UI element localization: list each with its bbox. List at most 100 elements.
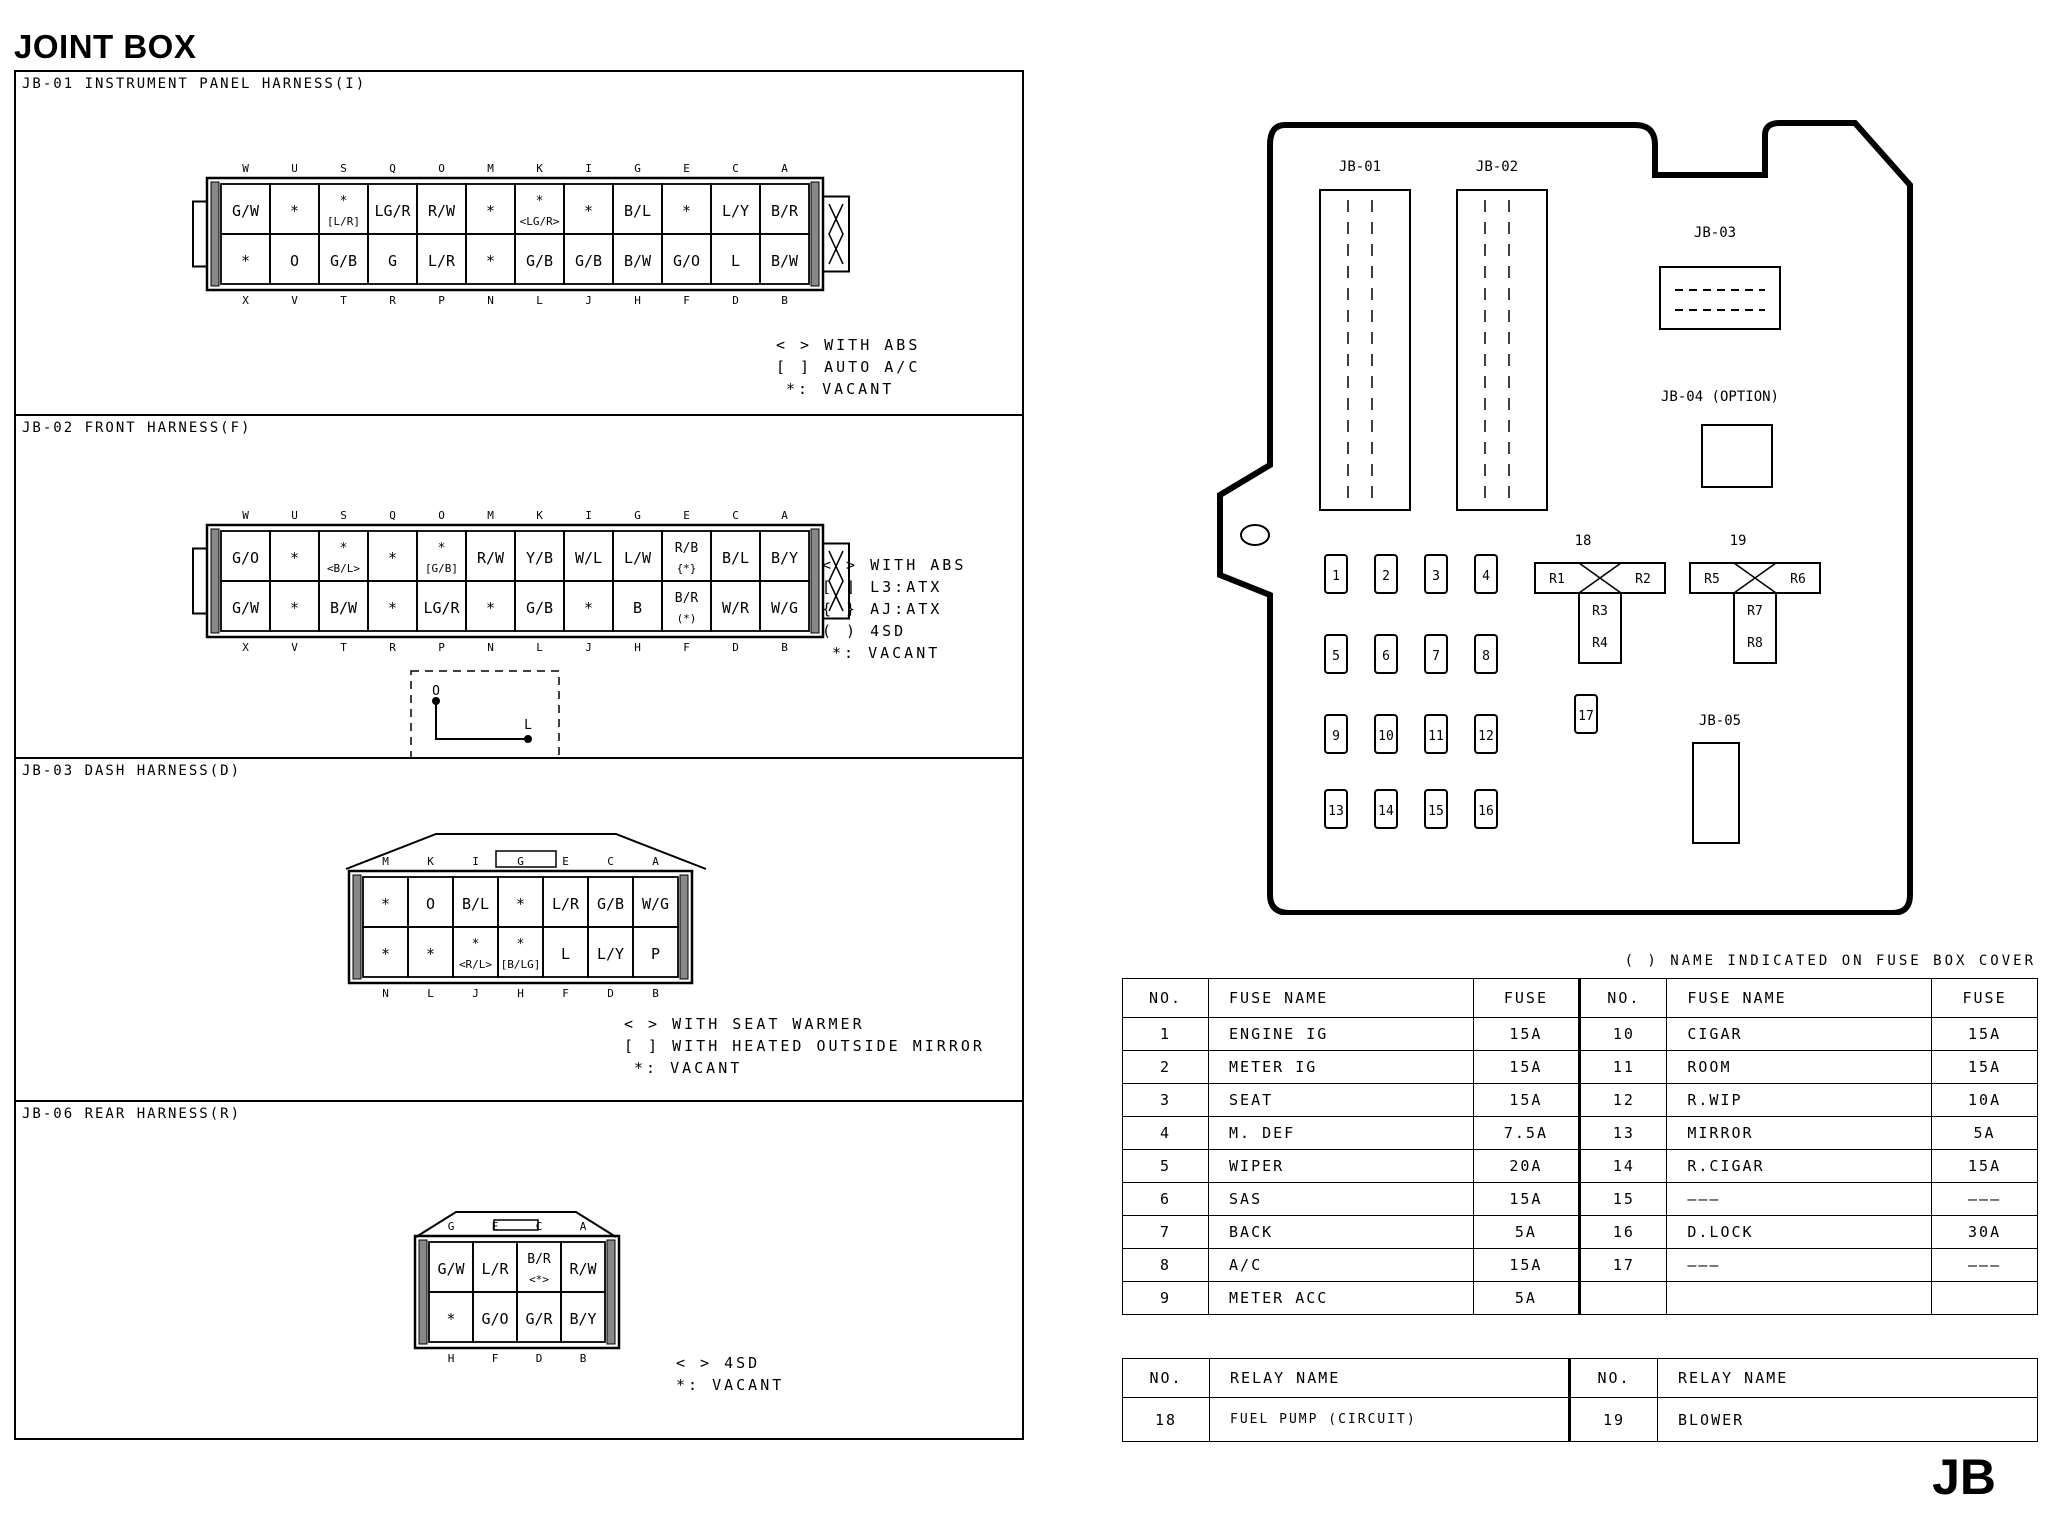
terminal-wire-color: * xyxy=(584,202,593,220)
legend-item: [ ] AUTO A/C xyxy=(776,358,921,376)
pin-letter: A xyxy=(781,509,788,522)
pin-letter: C xyxy=(536,1220,543,1233)
fuse-box-outline xyxy=(1217,120,1913,915)
fuse-no: 1 xyxy=(1121,1017,1210,1051)
fuse-rating: 15A xyxy=(1472,1017,1582,1051)
pin-letter: O xyxy=(438,162,445,175)
relay-terminal: R3 xyxy=(1592,604,1608,619)
fuse-no: 13 xyxy=(1579,1116,1668,1150)
terminal-wire-color: L xyxy=(731,252,740,270)
pin-letter: R xyxy=(389,294,396,307)
terminal-wire-color: * xyxy=(517,937,525,952)
hatch xyxy=(210,181,220,287)
fuse-no: 8 xyxy=(1121,1248,1210,1282)
fuse-name: METER ACC xyxy=(1208,1281,1474,1315)
mounting-hole xyxy=(1240,524,1270,546)
legend-item: < > WITH ABS xyxy=(822,556,967,574)
pin-letter: H xyxy=(517,987,524,1000)
pin-letter: F xyxy=(492,1352,499,1365)
terminal-wire-color: W/L xyxy=(575,549,602,567)
relay-no: 19 xyxy=(1569,1397,1658,1442)
legend-item: ( ) 4SD xyxy=(822,622,907,640)
terminal-wire-color: G/B xyxy=(526,252,553,270)
terminal-wire-color: * xyxy=(290,202,299,220)
connector-socket xyxy=(1701,424,1773,488)
relay-socket xyxy=(1733,592,1777,664)
terminal-wire-color: B/R xyxy=(675,591,699,606)
fuse-name: ROOM xyxy=(1666,1050,1933,1084)
fuse-no: 6 xyxy=(1121,1182,1210,1216)
pin-letter: T xyxy=(340,641,347,654)
fuse-number: 15 xyxy=(1428,804,1444,819)
terminal-cavity xyxy=(759,580,810,632)
legend-item: *: VACANT xyxy=(786,380,895,398)
terminal-wire-color: O xyxy=(290,252,299,270)
terminal-wire-color: B/W xyxy=(771,252,799,270)
terminal-wire-color: G/B xyxy=(330,252,357,270)
fuse-number: 7 xyxy=(1432,649,1440,664)
terminal-wire-color: R/W xyxy=(477,549,505,567)
pin-letter: H xyxy=(448,1352,455,1365)
terminal-alt-color: <LG/R> xyxy=(520,215,560,228)
terminal-wire-color: * xyxy=(536,194,544,209)
legend-item: [ ] L3:ATX xyxy=(822,578,943,596)
relay-socket xyxy=(1578,592,1622,664)
hatch xyxy=(352,874,362,980)
terminal-wire-color: * xyxy=(290,549,299,567)
relay-terminal: R1 xyxy=(1549,572,1565,587)
terminal-wire-color: L/W xyxy=(624,549,652,567)
section-title: JB-06 REAR HARNESS(R) xyxy=(22,1106,242,1122)
terminal-wire-color: * xyxy=(241,252,250,270)
fuse-no: 14 xyxy=(1579,1149,1668,1183)
fuse-slot xyxy=(1374,789,1398,829)
fuse-rating: 15A xyxy=(1931,1149,2038,1183)
fuse-rating: 5A xyxy=(1931,1116,2038,1150)
pin-letter: B xyxy=(781,294,788,307)
inset-pin-label: O xyxy=(432,684,440,699)
pin-letter: G xyxy=(448,1220,455,1233)
fuse-name: SEAT xyxy=(1208,1083,1474,1117)
pin-letter: N xyxy=(382,987,389,1000)
pin-letter: A xyxy=(580,1220,587,1233)
fuse-rating: 20A xyxy=(1472,1149,1582,1183)
pin-letter: N xyxy=(487,294,494,307)
jb-02-connector: G/OG/WWX**UV*<B/L>B/WST**QR*[G/B]LG/ROPR… xyxy=(192,509,850,785)
pin-letter: L xyxy=(536,294,543,307)
pin-letter: H xyxy=(634,294,641,307)
terminal-wire-color: LG/R xyxy=(374,202,411,220)
fuse-number: 2 xyxy=(1382,569,1390,584)
terminal-wire-color: * xyxy=(584,599,593,617)
terminal-alt-color: [G/B] xyxy=(425,562,458,575)
terminal-alt-color: {*} xyxy=(677,562,697,575)
fuse-number: 14 xyxy=(1378,804,1394,819)
connector-socket xyxy=(1659,266,1781,330)
terminal-wire-color: * xyxy=(340,194,348,209)
pin-letter: D xyxy=(607,987,614,1000)
fuse-name: ——— xyxy=(1666,1182,1933,1216)
terminal-wire-color: G/B xyxy=(597,895,624,913)
fuse-name: METER IG xyxy=(1208,1050,1474,1084)
inset-pin-label: L xyxy=(524,718,532,733)
relay-number: 19 xyxy=(1730,533,1747,549)
fuse-slot xyxy=(1324,789,1348,829)
legend-item: < > WITH SEAT WARMER xyxy=(624,1015,865,1033)
pin-letter: O xyxy=(438,509,445,522)
connector-tab xyxy=(192,200,208,268)
terminal-wire-color: W/R xyxy=(722,599,750,617)
pin-letter: I xyxy=(585,162,592,175)
fuse-name: ENGINE IG xyxy=(1208,1017,1474,1051)
pin-letter: G xyxy=(517,855,524,868)
pin-letter: F xyxy=(562,987,569,1000)
hatch xyxy=(810,181,820,287)
fuse-number: 17 xyxy=(1578,709,1594,724)
pin-letter: J xyxy=(585,641,592,654)
fuse-rating: 15A xyxy=(1472,1083,1582,1117)
fuse-no: 7 xyxy=(1121,1215,1210,1249)
